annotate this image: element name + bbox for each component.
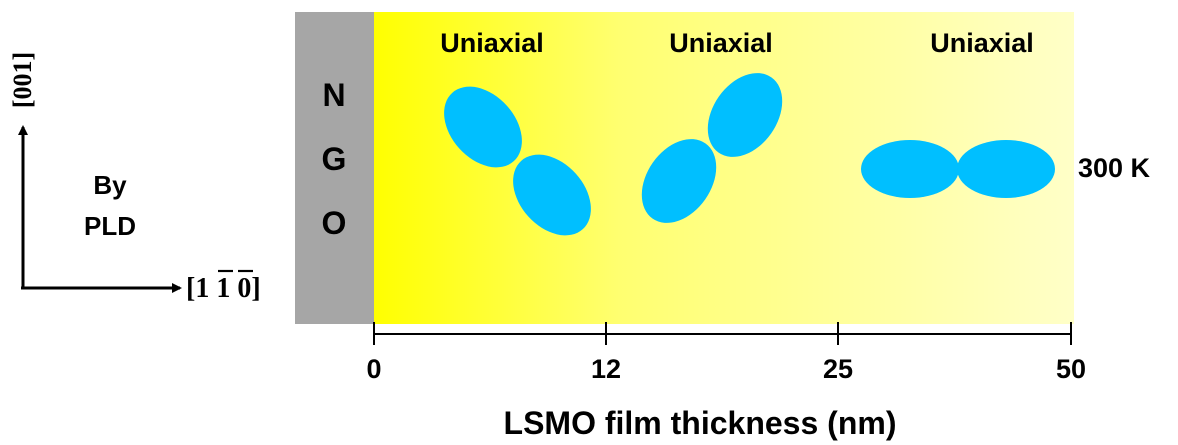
- lobe-right: [957, 140, 1055, 198]
- anisotropy-label-thin: Uniaxial: [440, 28, 544, 58]
- temperature-label: 300 K: [1078, 153, 1151, 183]
- lobe-left: [861, 140, 959, 198]
- svg-text:[1 1 0]: [1 1 0]: [186, 273, 261, 304]
- tick-label-0: 0: [366, 354, 381, 384]
- method-label-line1: By: [93, 170, 127, 200]
- lobe-pair-thick: [861, 140, 1055, 198]
- lobe-upper-left: [444, 86, 522, 168]
- anisotropy-label-medium: Uniaxial: [669, 28, 773, 58]
- horizontal-direction-part-bar: 1: [216, 273, 230, 304]
- lobe-upper-right: [707, 73, 783, 157]
- substrate-letter-n: N: [322, 77, 345, 113]
- horizontal-direction-part-open: [1: [186, 273, 209, 304]
- lobe-pair-medium: [641, 73, 783, 223]
- thickness-axis-label: LSMO film thickness (nm): [504, 405, 897, 441]
- substrate-block: [295, 12, 374, 324]
- tick-label-25: 25: [823, 354, 853, 384]
- tick-label-50: 50: [1056, 354, 1086, 384]
- horizontal-direction-label: [1 1 0]: [186, 269, 261, 304]
- vertical-direction-label: [001]: [8, 52, 37, 108]
- lobe-lower-right: [513, 154, 591, 236]
- anisotropy-label-thick: Uniaxial: [930, 28, 1034, 58]
- lobe-lower-left: [641, 139, 717, 223]
- substrate-letter-g: G: [322, 141, 347, 177]
- tick-label-12: 12: [591, 354, 621, 384]
- substrate-letter-o: O: [322, 205, 347, 241]
- horizontal-direction-part-close: 0]: [237, 273, 260, 304]
- lobe-pair-thin: [444, 86, 591, 236]
- method-label-line2: PLD: [84, 211, 136, 241]
